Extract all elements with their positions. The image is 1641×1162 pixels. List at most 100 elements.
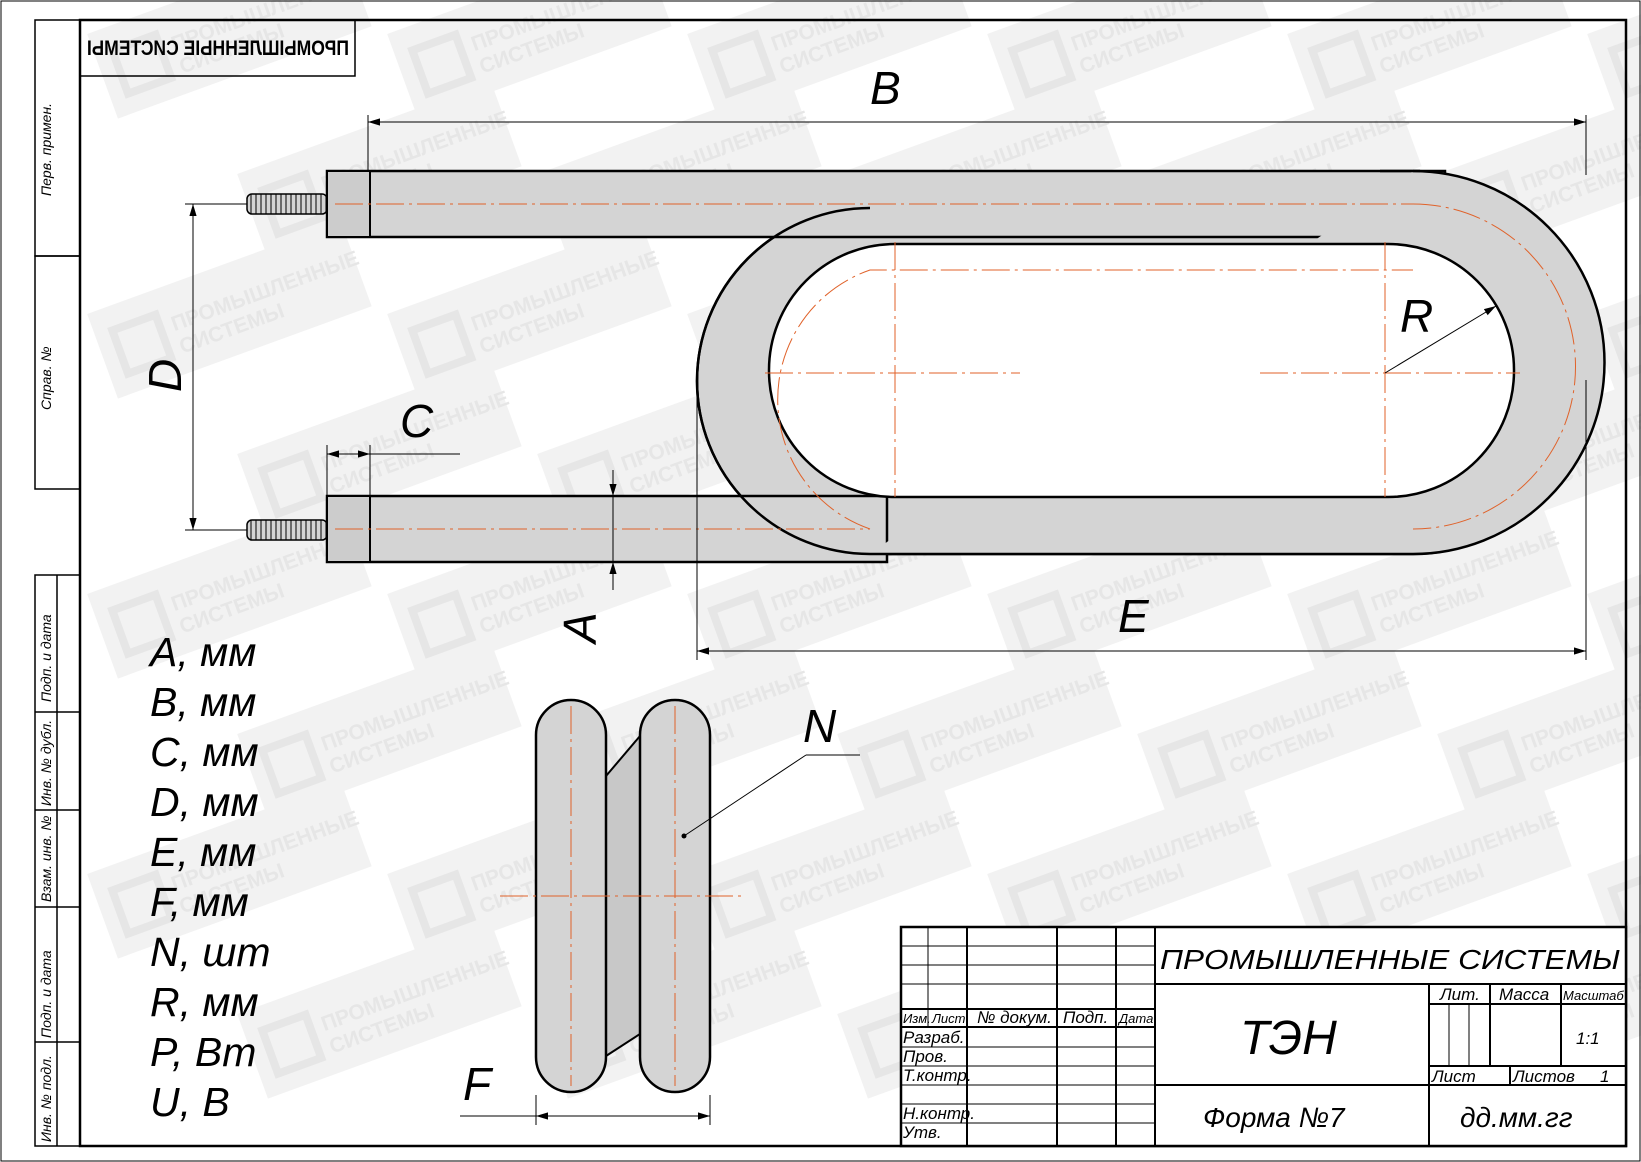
- watermark-logo-icon: [1307, 29, 1377, 99]
- product-name: ТЭН: [1240, 1012, 1337, 1065]
- watermark-logo-icon: [107, 589, 177, 659]
- lit-label: Лит.: [1439, 985, 1480, 1004]
- watermark-logo-icon: [1007, 29, 1077, 99]
- param-p: P, Вт: [150, 1029, 256, 1075]
- param-f: F, мм: [150, 879, 249, 925]
- row-nkontr: Н.контр.: [903, 1104, 975, 1123]
- watermark-logo-icon: [107, 869, 177, 939]
- param-e: E, мм: [150, 829, 256, 875]
- side-column: [34, 19, 81, 1147]
- watermark-logo-icon: [407, 29, 477, 99]
- stamp-mirrored-text: ПРОМЫШЛЕННЫЕ СИСТЕМЫ: [87, 37, 349, 60]
- watermark-logo-icon: [1607, 869, 1641, 939]
- dim-label-f: F: [463, 1058, 494, 1110]
- watermark-logo-icon: [257, 449, 327, 519]
- param-c: C, мм: [150, 729, 259, 775]
- watermark-logo-icon: [1607, 29, 1641, 99]
- side-label-podp-data-bottom: Подп. и дата: [38, 950, 54, 1038]
- parameter-list: A, мм B, мм C, мм D, мм E, мм F, мм N, ш…: [147, 629, 271, 1125]
- loop-inner-hole: [767, 242, 1516, 499]
- sheets-label: Листов: [1512, 1067, 1575, 1086]
- dim-label-e: E: [1118, 590, 1150, 642]
- param-a: A, мм: [147, 629, 256, 675]
- watermark-logo-icon: [407, 589, 477, 659]
- param-u: U, В: [150, 1079, 230, 1125]
- date-code: дд.мм.гг: [1460, 1102, 1573, 1133]
- scale-label: Масштаб: [1563, 988, 1624, 1003]
- param-r: R, мм: [150, 979, 259, 1025]
- param-n: N, шт: [150, 929, 271, 975]
- side-label-inv-dubl: Инв. № дубл.: [38, 720, 54, 806]
- thread-stud-top: [246, 193, 328, 215]
- row-utv: Утв.: [902, 1123, 942, 1142]
- param-b: B, мм: [150, 679, 256, 725]
- dim-label-n: N: [803, 700, 837, 752]
- title-block: [899, 925, 1628, 1148]
- stamp-box: [79, 19, 356, 77]
- watermark-logo-icon: [107, 29, 177, 99]
- watermark-logo-icon: [707, 29, 777, 99]
- watermark-logo-icon: [257, 1009, 327, 1079]
- side-label-inv-podl: Инв. № подл.: [38, 1055, 54, 1142]
- thread-stud-bottom: [246, 519, 328, 541]
- row-prov: Пров.: [903, 1047, 948, 1066]
- side-label-vzam-inv: Взам. инв. №: [38, 815, 54, 902]
- scale-value: 1:1: [1576, 1029, 1600, 1048]
- watermark-logo-icon: [107, 309, 177, 379]
- dim-label-c: C: [400, 395, 434, 447]
- side-label-perv-primen: Перв. примен.: [38, 103, 54, 196]
- watermark-logo-icon: [407, 309, 477, 379]
- watermark-logo-icon: [257, 729, 327, 799]
- sheet-label: Лист: [1431, 1067, 1476, 1086]
- title-company-name: ПРОМЫШЛЕННЫЕ СИСТЕМЫ: [1160, 944, 1620, 975]
- watermark-logo-icon: [407, 869, 477, 939]
- watermark-logo-icon: [1457, 729, 1527, 799]
- col-list: Лист: [931, 1011, 966, 1026]
- side-label-podp-data-top: Подп. и дата: [38, 614, 54, 702]
- row-tkontr: Т.контр.: [903, 1066, 972, 1085]
- watermark-logo-icon: [1607, 589, 1641, 659]
- watermark-logo-icon: [1007, 589, 1077, 659]
- heater-element-plan: [246, 169, 1606, 564]
- axis-lines: [335, 203, 1576, 530]
- watermark-logo-icon: [707, 589, 777, 659]
- col-data: Дата: [1117, 1011, 1153, 1026]
- side-label-sprav-no: Справ. №: [38, 346, 54, 410]
- heater-element-side: [460, 698, 860, 1125]
- col-izm: Изм.: [903, 1011, 931, 1026]
- col-podp: Подп.: [1063, 1008, 1108, 1027]
- param-d: D, мм: [150, 779, 259, 825]
- watermark-logo-icon: [1607, 309, 1641, 379]
- watermark-logo-icon: [1307, 589, 1377, 659]
- dim-label-b: B: [870, 62, 901, 114]
- watermark-logo-icon: [1157, 729, 1227, 799]
- col-dokum: № докум.: [977, 1008, 1052, 1027]
- mass-label: Масса: [1499, 985, 1549, 1004]
- watermark-logo-icon: [857, 729, 927, 799]
- dim-label-r: R: [1400, 290, 1433, 342]
- dim-label-a: A: [554, 612, 606, 646]
- dimension-lines: [185, 115, 1587, 660]
- watermark-logo-icon: [707, 869, 777, 939]
- form-number: Форма №7: [1203, 1102, 1346, 1133]
- leader-n: [683, 754, 807, 837]
- dim-label-d: D: [139, 359, 191, 392]
